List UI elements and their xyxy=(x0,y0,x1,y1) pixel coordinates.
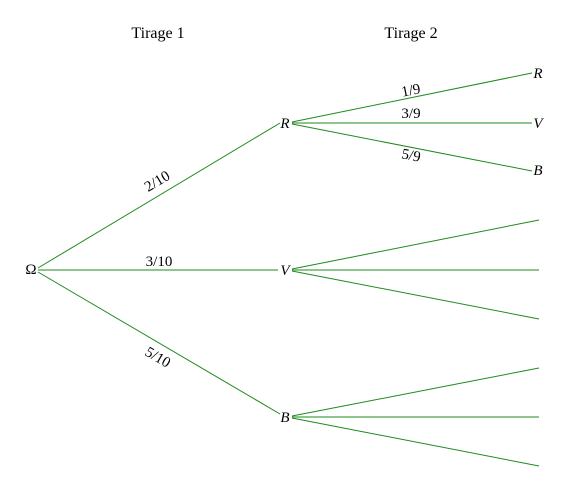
node-level1-R: R xyxy=(279,116,289,132)
branch-R-R xyxy=(291,72,533,123)
branch-omega-B xyxy=(37,271,281,415)
node-level2-B: B xyxy=(533,163,542,179)
branch-V-1 xyxy=(291,219,540,270)
branch-B-3 xyxy=(291,417,540,467)
node-level2-R: R xyxy=(532,66,542,82)
header-tirage-2: Tirage 2 xyxy=(384,25,437,42)
branch-V-3 xyxy=(291,270,540,320)
node-level2-V: V xyxy=(533,116,544,132)
prob-omega-R: 2/10 xyxy=(142,168,173,195)
node-omega: Ω xyxy=(25,262,36,278)
node-level1-B: B xyxy=(280,410,289,426)
prob-R-B: 5/9 xyxy=(400,146,422,165)
prob-R-V: 3/9 xyxy=(401,106,420,122)
prob-omega-V: 3/10 xyxy=(146,254,173,270)
branch-omega-R xyxy=(37,122,281,269)
prob-R-R: 1/9 xyxy=(400,81,422,100)
node-level1-V: V xyxy=(280,263,291,279)
branch-R-B xyxy=(291,123,533,172)
branch-B-1 xyxy=(291,367,540,417)
header-tirage-1: Tirage 1 xyxy=(131,25,184,42)
